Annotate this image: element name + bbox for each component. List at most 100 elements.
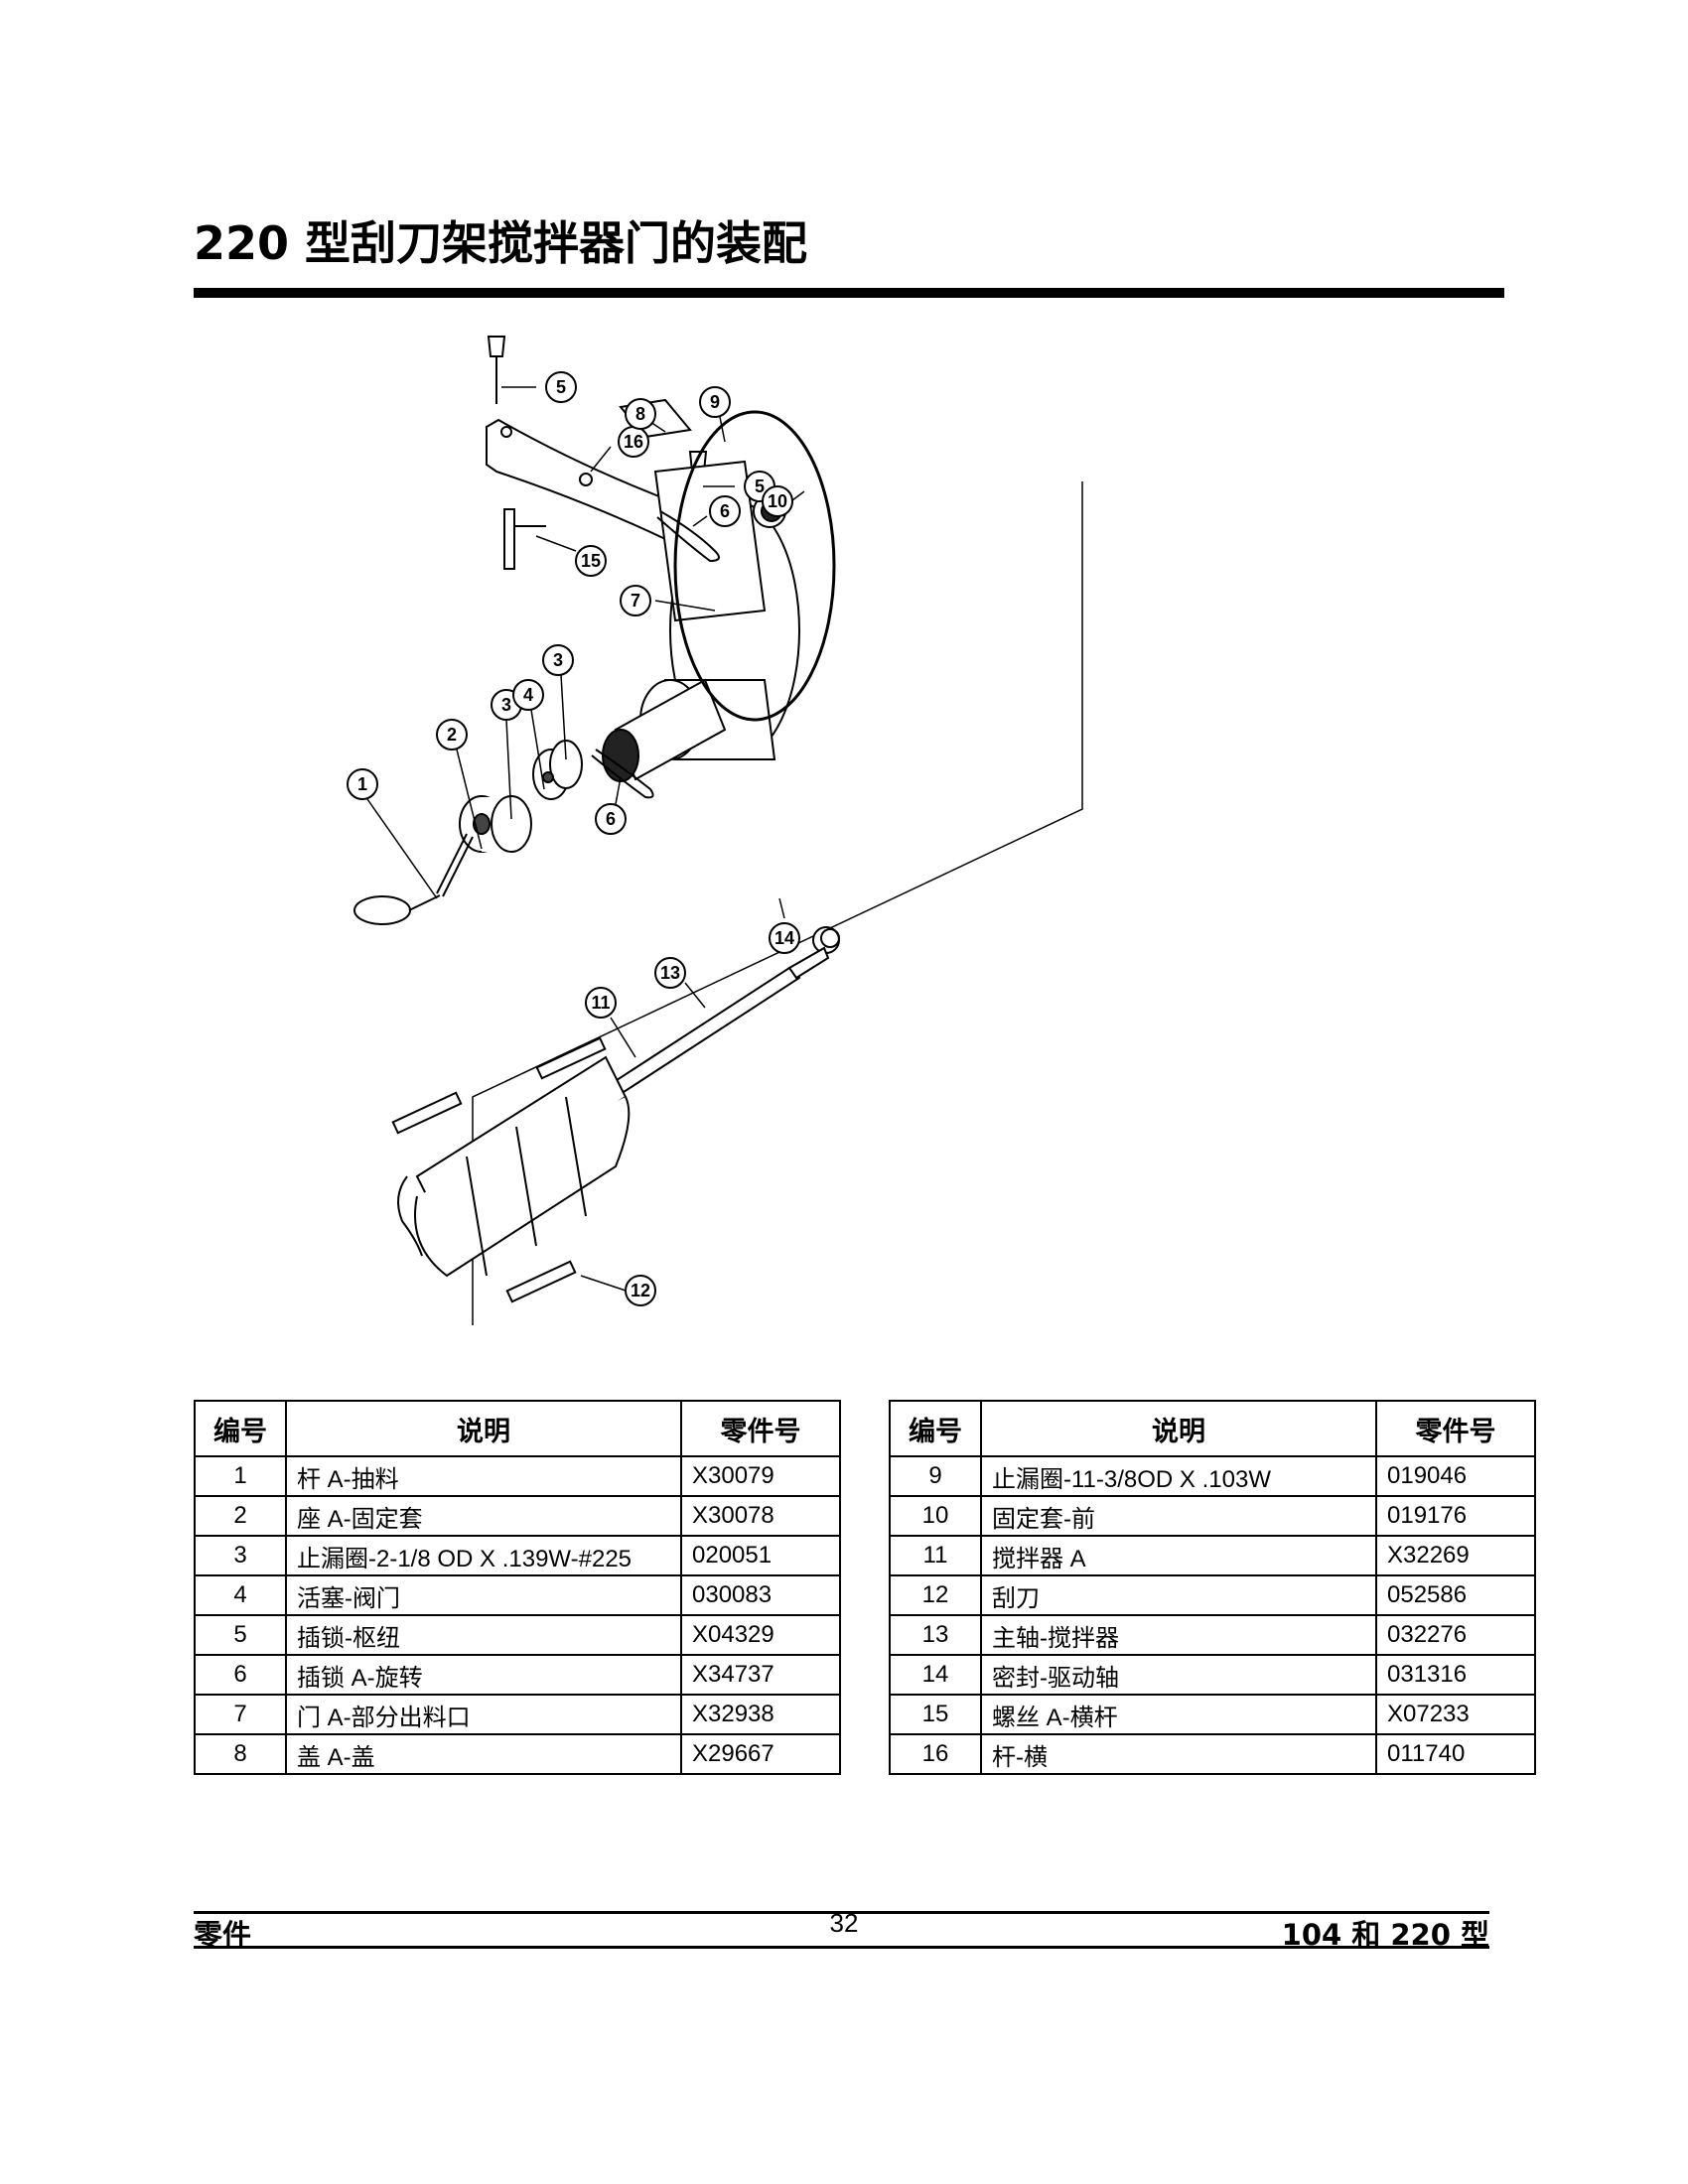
row-number: 8 bbox=[194, 1733, 287, 1775]
scraper-blade-part-12 bbox=[505, 1260, 577, 1303]
row-part-number: X34737 bbox=[680, 1654, 841, 1696]
row-description: 活塞-阀门 bbox=[285, 1574, 682, 1616]
row-description: 搅拌器 A bbox=[980, 1535, 1377, 1576]
page-number: 32 bbox=[829, 1908, 859, 1938]
row-part-number: 020051 bbox=[680, 1535, 841, 1576]
row-description: 插锁-枢纽 bbox=[285, 1614, 682, 1656]
row-number: 2 bbox=[194, 1495, 287, 1537]
row-part-number: 019046 bbox=[1375, 1455, 1536, 1497]
row-description: 杆-横 bbox=[980, 1733, 1377, 1775]
callout-label: 5 bbox=[556, 377, 566, 397]
row-part-number: 019176 bbox=[1375, 1495, 1536, 1537]
row-description: 密封-驱动轴 bbox=[980, 1654, 1377, 1696]
bar-hole-icon bbox=[500, 426, 512, 438]
beater-part-11 bbox=[397, 1055, 631, 1278]
row-description: 固定套-前 bbox=[980, 1495, 1377, 1537]
row-number: 16 bbox=[889, 1733, 982, 1775]
row-part-number: 030083 bbox=[680, 1574, 841, 1616]
scraper-blade bbox=[391, 1091, 463, 1135]
callout-label: 6 bbox=[606, 809, 616, 829]
row-part-number: X32938 bbox=[680, 1694, 841, 1735]
row-part-number: X29667 bbox=[680, 1733, 841, 1775]
column-header-part-number: 零件号 bbox=[680, 1400, 841, 1457]
row-description: 盖 A-盖 bbox=[285, 1733, 682, 1775]
door-part-7 bbox=[602, 460, 800, 782]
column-header-number: 编号 bbox=[194, 1400, 287, 1457]
row-part-number: X30078 bbox=[680, 1495, 841, 1537]
footer-rule-bottom bbox=[194, 1946, 1489, 1949]
callout-label: 15 bbox=[581, 551, 601, 571]
row-description: 止漏圈-11-3/8OD X .103W bbox=[980, 1455, 1377, 1497]
row-description: 刮刀 bbox=[980, 1574, 1377, 1616]
callout-label: 3 bbox=[553, 650, 563, 670]
row-part-number: X32269 bbox=[1375, 1535, 1536, 1576]
page-title: 220 型刮刀架搅拌器门的装配 bbox=[194, 216, 808, 270]
row-number: 13 bbox=[889, 1614, 982, 1656]
row-description: 座 A-固定套 bbox=[285, 1495, 682, 1537]
row-number: 3 bbox=[194, 1535, 287, 1576]
beater-shaft-part-13 bbox=[589, 946, 830, 1113]
row-number: 1 bbox=[194, 1455, 287, 1497]
row-number: 11 bbox=[889, 1535, 982, 1576]
row-description: 螺丝 A-横杆 bbox=[980, 1694, 1377, 1735]
callout-label: 16 bbox=[624, 432, 643, 452]
gasket-ring-part-9 bbox=[673, 410, 836, 722]
row-description: 止漏圈-2-1/8 OD X .139W-#225 bbox=[285, 1535, 682, 1576]
row-number: 14 bbox=[889, 1654, 982, 1696]
row-number: 7 bbox=[194, 1694, 287, 1735]
callout-label: 11 bbox=[591, 993, 610, 1013]
row-part-number: 032276 bbox=[1375, 1614, 1536, 1656]
row-number: 5 bbox=[194, 1614, 287, 1656]
screw-part-15 bbox=[503, 508, 546, 570]
column-header-part-number: 零件号 bbox=[1375, 1400, 1536, 1457]
row-part-number: 031316 bbox=[1375, 1654, 1536, 1696]
cotter-pin-part-6b bbox=[591, 749, 654, 799]
row-part-number: 052586 bbox=[1375, 1574, 1536, 1616]
seal-assembly-parts-2-3-4 bbox=[459, 740, 583, 853]
callout-label: 7 bbox=[631, 591, 640, 611]
callout-label: 9 bbox=[710, 392, 720, 412]
row-number: 12 bbox=[889, 1574, 982, 1616]
callout-label: 13 bbox=[660, 963, 680, 983]
row-number: 9 bbox=[889, 1455, 982, 1497]
column-header-number: 编号 bbox=[889, 1400, 982, 1457]
bar-hole-icon bbox=[579, 473, 593, 486]
table-header-row: 编号 说明 零件号 bbox=[889, 1400, 1536, 1457]
table-header-row: 编号 说明 零件号 bbox=[194, 1400, 841, 1457]
row-number: 15 bbox=[889, 1694, 982, 1735]
cotter-pin-part-6a bbox=[656, 510, 720, 563]
row-description: 门 A-部分出料口 bbox=[285, 1694, 682, 1735]
column-header-description: 说明 bbox=[285, 1400, 682, 1457]
row-number: 6 bbox=[194, 1654, 287, 1696]
callout-leaders bbox=[366, 386, 805, 1292]
callout-label: 6 bbox=[720, 501, 730, 521]
row-number: 10 bbox=[889, 1495, 982, 1537]
row-part-number: X04329 bbox=[680, 1614, 841, 1656]
title-rule bbox=[194, 288, 1504, 298]
callout-label: 8 bbox=[635, 404, 645, 424]
column-header-description: 说明 bbox=[980, 1400, 1377, 1457]
callout-label: 5 bbox=[755, 477, 765, 496]
drive-shaft-seal-part-14 bbox=[812, 926, 840, 954]
draw-rod-part-1 bbox=[353, 833, 474, 925]
callout-label: 12 bbox=[631, 1281, 650, 1300]
callout-circles bbox=[347, 371, 800, 1306]
callout-label: 10 bbox=[768, 491, 787, 511]
